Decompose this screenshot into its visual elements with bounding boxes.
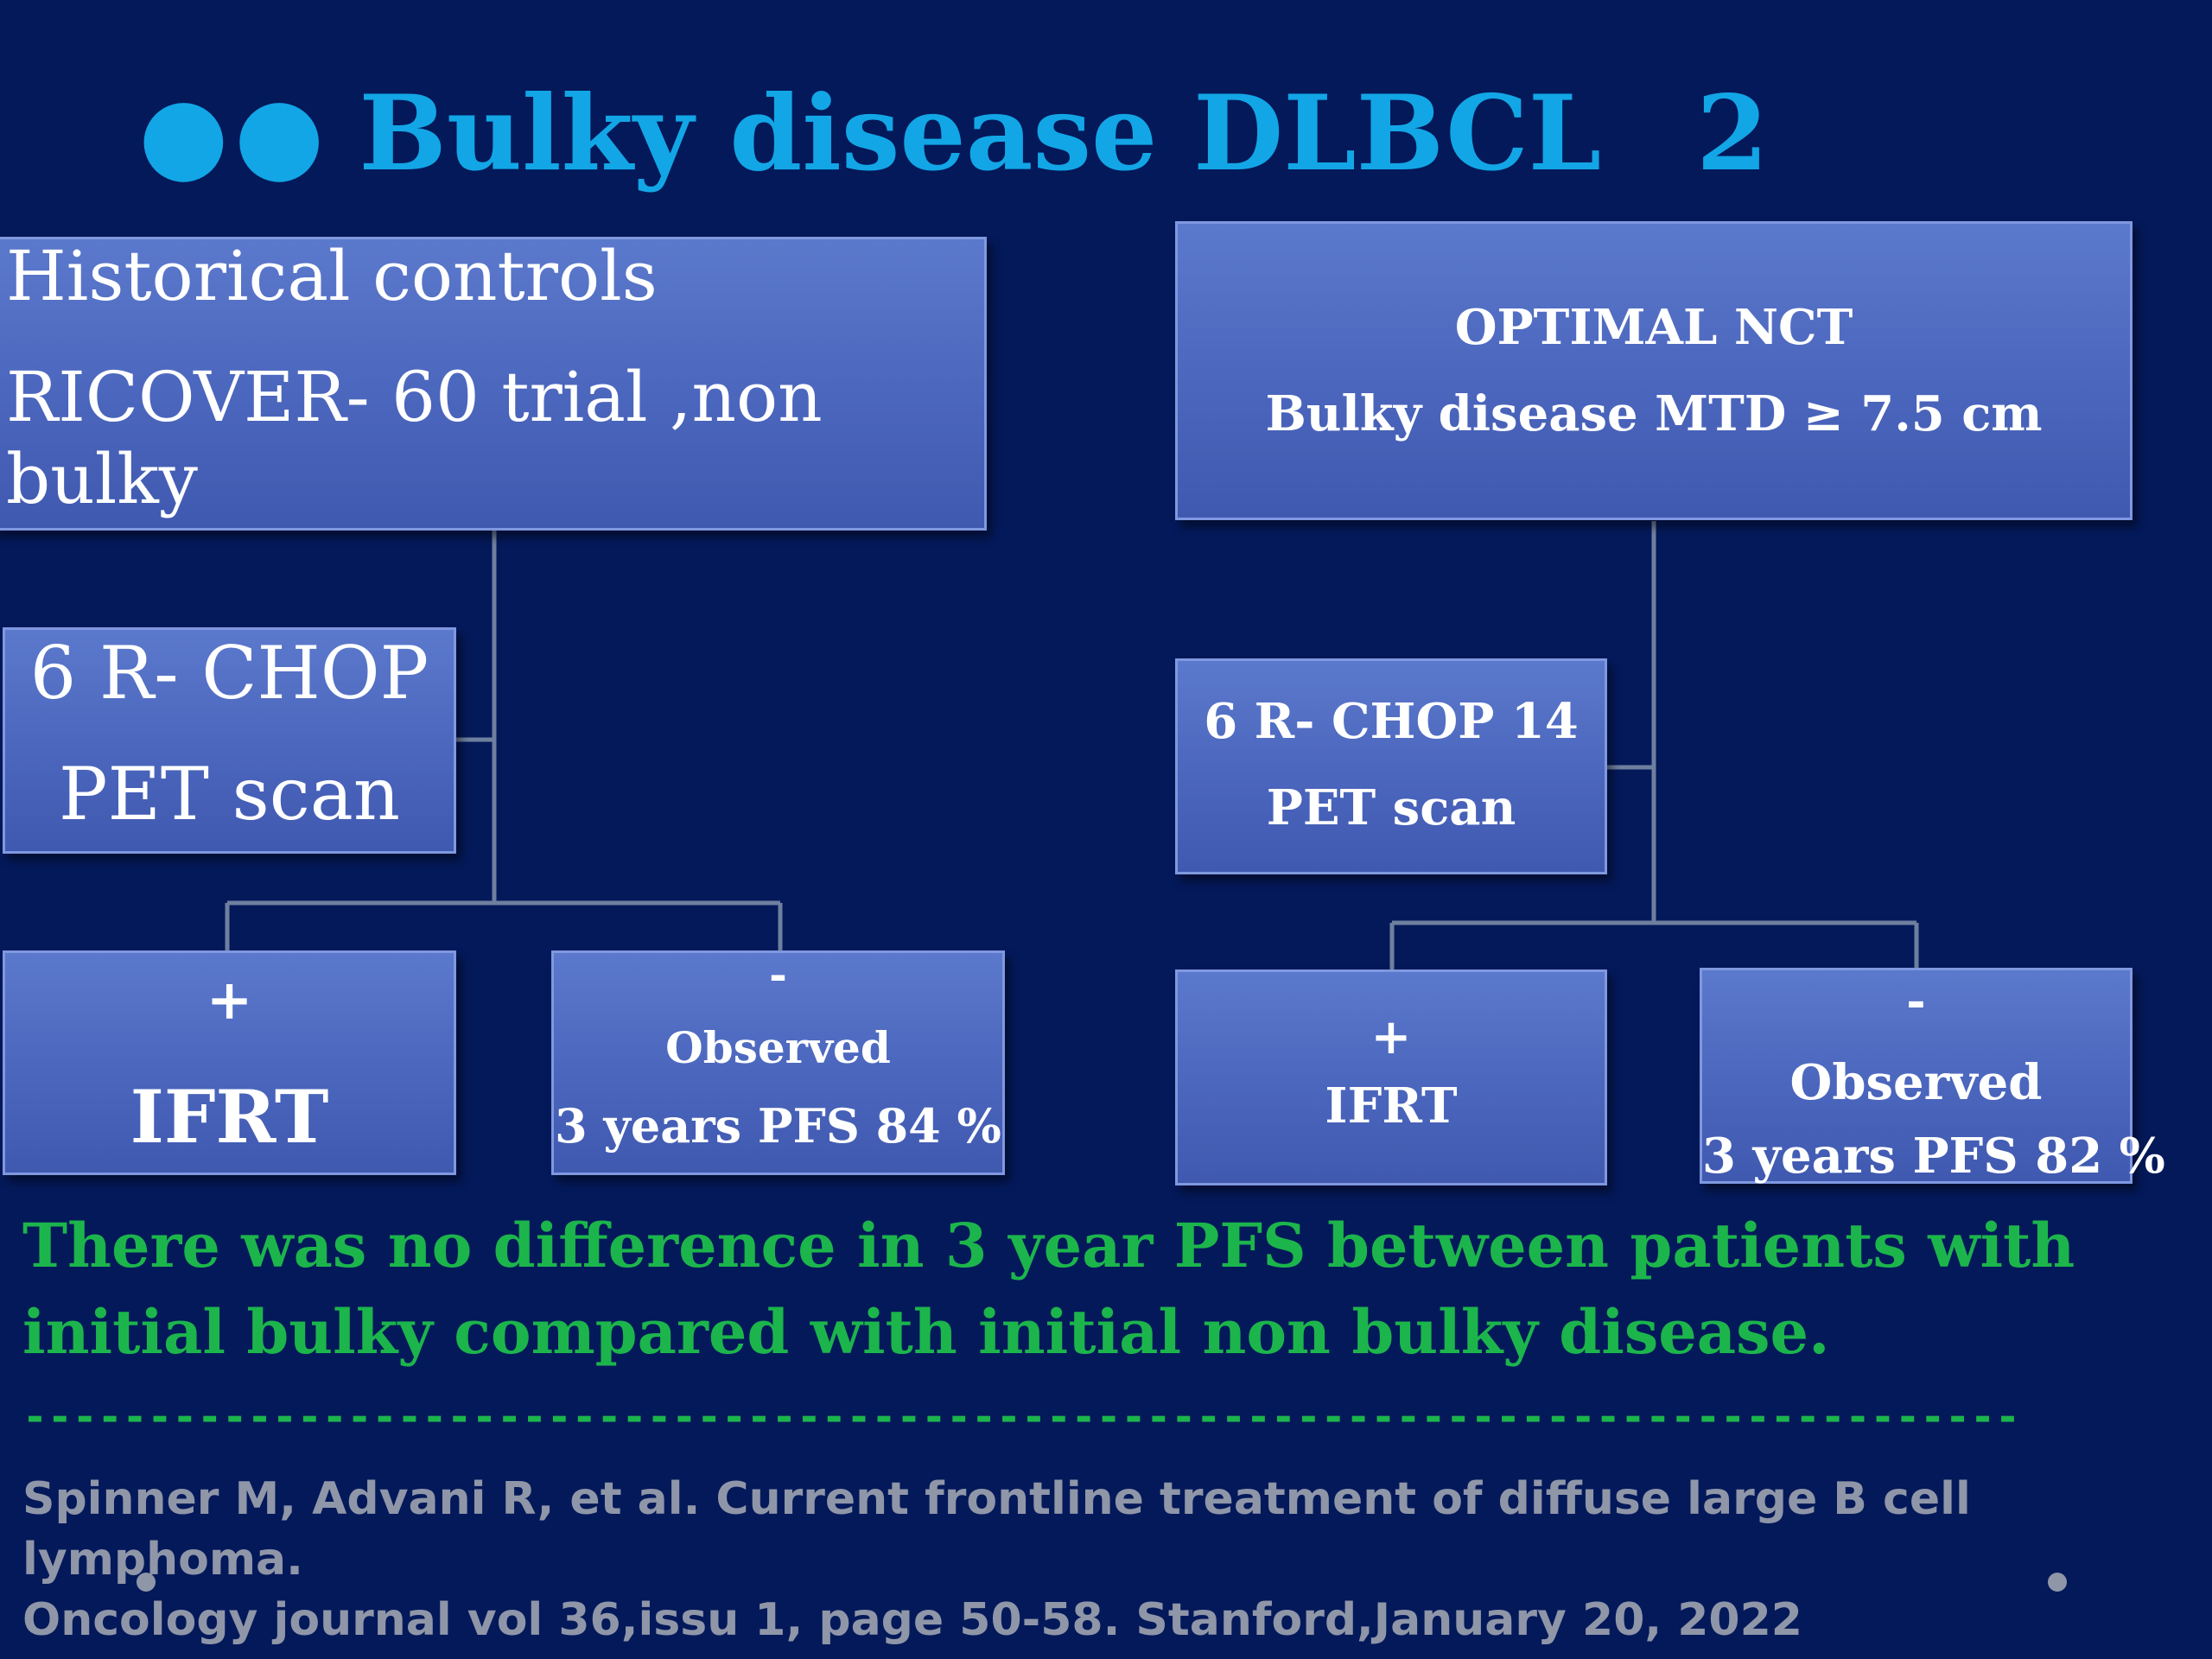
right-top-line-1: OPTIMAL NCT [1454,299,1853,356]
left-top-line-2: RICOVER- 60 trial ,non [6,357,823,437]
left-minus-box: - Observed 3 years PFS 84 % [551,950,1005,1175]
citation-line-1: Spinner M, Advani R, et al. Current fron… [22,1473,1971,1586]
right-minus-observed: Observed [1789,1054,2043,1111]
left-top-box: Historical controls RICOVER- 60 trial ,n… [0,236,987,531]
right-plus-sign: + [1370,1008,1412,1065]
title-bullets: ●● [138,73,330,194]
right-top-box: OPTIMAL NCT Bulky disease MTD ≥ 7.5 cm [1175,221,2133,520]
right-mid-line-2: PET scan [1266,779,1516,836]
citation: Spinner M, Advani R, et al. Current fron… [22,1469,2183,1650]
right-minus-pfs: 3 years PFS 82 % [1702,1128,2165,1185]
left-mid-box: 6 R- CHOP PET scan [3,627,456,854]
right-plus-box: + IFRT [1175,969,1607,1185]
decorative-dot-right [2048,1573,2067,1592]
right-minus-box: - Observed 3 years PFS 82 % [1700,968,2165,1185]
left-top-line-1: Historical controls [6,236,658,316]
right-minus-sign: - [1906,973,1926,1028]
right-mid-box: 6 R- CHOP 14 PET scan [1175,658,1607,874]
slide-title: ●●Bulky disease DLBCL 2 [138,69,1769,199]
right-plus-label: IFRT [1325,1077,1458,1135]
conclusion-text: There was no difference in 3 year PFS be… [22,1210,2075,1368]
left-minus-pfs: 3 years PFS 84 % [555,1098,1001,1154]
right-mid-line-1: 6 R- CHOP 14 [1204,693,1579,750]
left-plus-label: IFRT [130,1074,329,1160]
left-mid-line-1: 6 R- CHOP [29,631,429,715]
right-top-line-2: Bulky disease MTD ≥ 7.5 cm [1265,385,2043,442]
title-text: Bulky disease DLBCL [359,73,1602,194]
left-top-line-3: bulky [6,439,198,519]
left-plus-sign: + [206,968,253,1033]
left-minus-observed: Observed [665,1022,891,1073]
left-plus-box: + IFRT [3,950,456,1175]
dashed-divider: ----------------------------------------… [22,1393,2020,1441]
left-minus-sign: - [769,949,787,1000]
citation-line-2: Oncology journal vol 36,issu 1, page 50-… [22,1594,1802,1646]
left-mid-line-2: PET scan [59,752,400,836]
decorative-dot-left [137,1573,156,1592]
title-number: 2 [1696,73,1769,194]
